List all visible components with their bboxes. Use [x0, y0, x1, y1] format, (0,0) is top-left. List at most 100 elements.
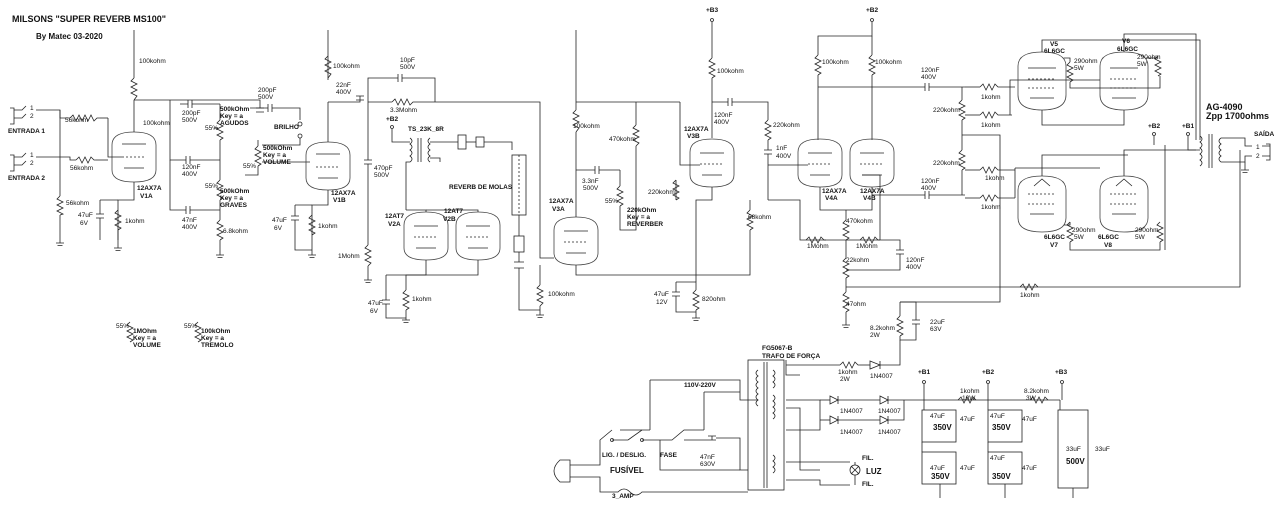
- c-mid-voltage: 400V: [182, 171, 198, 178]
- c-120n-a-value: 120nF: [714, 112, 732, 119]
- v350-4-label: 350V: [992, 472, 1011, 481]
- r-290-a-value: 290ohm: [1074, 58, 1098, 65]
- cap-33-2-label: 33uF: [1095, 446, 1110, 453]
- cap-33-1-label: 33uF: [1066, 446, 1081, 453]
- svg-text:55%: 55%: [116, 323, 129, 330]
- diode-2-label: 1N4007: [878, 408, 901, 415]
- c-120n-b-voltage: 400V: [906, 264, 922, 271]
- power-transformer-name: FG5067-B: [762, 345, 793, 352]
- v2a-type: 12AT7: [385, 213, 404, 220]
- v3b-id: V3B: [687, 133, 700, 140]
- v7-id: V7: [1050, 242, 1058, 249]
- tube-v3a: [553, 216, 599, 266]
- c-1n-value: 1nF: [776, 145, 787, 152]
- svg-text:1: 1: [30, 105, 34, 112]
- c-cath1-value: 47uF: [78, 212, 93, 219]
- pot-reverb-name: REVERBER: [627, 221, 663, 228]
- schematic-title: MILSONS "SUPER REVERB MS100": [12, 14, 166, 24]
- svg-text:55%: 55%: [205, 183, 218, 190]
- r-82k-value: 8.2kohm: [870, 325, 895, 332]
- r-1m-a-label: 1Mohm: [807, 243, 829, 250]
- r-g3-label: 1kohm: [985, 175, 1005, 182]
- r-3w-value: 8.2kohm: [1024, 388, 1049, 395]
- v6-type: 6L6GC: [1117, 46, 1138, 53]
- c-1n-voltage: 400V: [776, 153, 792, 160]
- c-22n-voltage: 400V: [336, 89, 352, 96]
- r-290-d-value: 290ohm: [1135, 227, 1159, 234]
- output-transformer: [1199, 134, 1222, 168]
- svg-text:2: 2: [30, 113, 34, 120]
- mains-label: 110V-220V: [684, 382, 716, 389]
- r-bias-value: 1kohm: [838, 369, 858, 376]
- r-220k-b-label: 220kohm: [773, 122, 800, 129]
- v350-2-label: 350V: [931, 472, 950, 481]
- tube-v3b: [689, 138, 735, 188]
- v350-1-label: 350V: [933, 423, 952, 432]
- input-2-label: ENTRADA 2: [8, 175, 45, 182]
- fil-1-label: FIL.: [862, 455, 874, 462]
- pot-vol2-value: 1MOhm: [133, 328, 157, 335]
- c-cath3-value: 47uF: [368, 300, 383, 307]
- c-cath4-value: 47uF: [654, 291, 669, 298]
- v1a-type: 12AX7A: [137, 185, 162, 192]
- c-120n-c-value: 120nF: [921, 67, 939, 74]
- r-68k-label: 68kohm: [748, 214, 771, 221]
- pot-trem-value: 100kOhm: [201, 328, 230, 335]
- output-label: SAÍDA: [1254, 129, 1275, 138]
- svg-text:55%: 55%: [243, 163, 256, 170]
- c-treb-voltage: 500V: [182, 117, 198, 124]
- pot-agudos-key: Key = a: [220, 113, 243, 120]
- pot-volume-name: VOLUME: [263, 159, 291, 166]
- r-820-label: 820ohm: [702, 296, 726, 303]
- pot-agudos-value: 500kOhm: [220, 106, 249, 113]
- c-120n-a-voltage: 400V: [714, 119, 730, 126]
- v2b-type: 12AT7: [444, 208, 463, 215]
- luz-label: LUZ: [866, 467, 882, 476]
- r-bias-power: 2W: [840, 376, 851, 383]
- r-plate-v3a-label: 100kohm: [573, 123, 600, 130]
- r-g4-label: 1kohm: [981, 204, 1001, 211]
- r-290-c-value: 290ohm: [1072, 227, 1096, 234]
- r-47-label: 47ohm: [846, 301, 866, 308]
- r-fb-label: 1kohm: [1020, 292, 1040, 299]
- tube-v5: [1017, 51, 1067, 111]
- r-22k-label: 22kohm: [846, 257, 869, 264]
- v2a-id: V2A: [388, 221, 401, 228]
- svg-text:55%: 55%: [605, 198, 618, 205]
- tube-v4b: [849, 138, 895, 188]
- pot-agudos-name: AGUDOS: [220, 120, 249, 127]
- pot-vol2-name: VOLUME: [133, 342, 161, 349]
- cap-6-label: 47uF: [1022, 416, 1037, 423]
- v1b-type: 12AX7A: [331, 190, 356, 197]
- c-120n-c-voltage: 400V: [921, 74, 937, 81]
- pot-volume-value: 500kOhm: [263, 145, 292, 152]
- r-plate-v1a-label: 100kohm: [139, 58, 166, 65]
- switch-label: LIG. / DESLIG.: [602, 452, 646, 459]
- r-220k-d-label: 220kohm: [933, 160, 960, 167]
- r-plate-v3b-label: 100kohm: [717, 68, 744, 75]
- v4a-id: V4A: [825, 195, 838, 202]
- c-120n-d-voltage: 400V: [921, 185, 937, 192]
- reverb-tank: [511, 154, 527, 269]
- c-cath2-value: 47uF: [272, 217, 287, 224]
- v8-type: 6L6GC: [1098, 234, 1119, 241]
- rca-jack-send: [457, 134, 513, 150]
- filter-cap-block-1: [921, 409, 957, 485]
- r-290-b-value: 290ohm: [1137, 54, 1161, 61]
- output-jack: [1262, 143, 1271, 161]
- v8-id: V8: [1104, 242, 1112, 249]
- r-1m-b-label: 1Mohm: [856, 243, 878, 250]
- svg-text:55%: 55%: [184, 323, 197, 330]
- c-mid-value: 120nF: [182, 164, 200, 171]
- fil-2-label: FIL.: [862, 481, 874, 488]
- svg-text:1: 1: [1256, 144, 1260, 151]
- fuse-label: FUSÍVEL: [610, 466, 644, 475]
- v7-type: 6L6GC: [1044, 234, 1065, 241]
- c-cath3-voltage: 6V: [370, 308, 379, 315]
- input-1-label: ENTRADA 1: [8, 128, 45, 135]
- fuse-value: 3_AMP: [612, 493, 634, 500]
- c-bass-value: 47nF: [182, 217, 197, 224]
- r-cath-v1b-label: 1kohm: [318, 223, 338, 230]
- v5-type: 6L6GC: [1044, 48, 1065, 55]
- c-470p-voltage: 500V: [374, 172, 390, 179]
